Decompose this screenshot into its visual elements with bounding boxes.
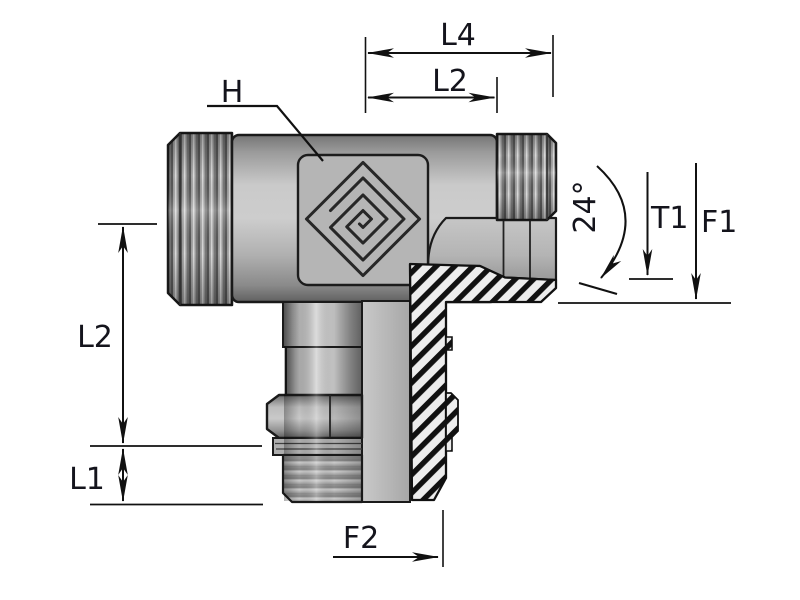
label-l1: L1 [69, 462, 105, 497]
leader-h [207, 104, 324, 162]
dim-l1 [90, 448, 263, 506]
dimension-lines [90, 35, 731, 567]
right-port-thread [495, 132, 558, 222]
cone-face-tick [578, 281, 618, 296]
section-hatch-hex-tab [445, 392, 459, 439]
dim-angle-24 [578, 165, 627, 296]
dim-f2 [333, 510, 444, 567]
label-f2: F2 [343, 521, 379, 556]
brand-panel [296, 153, 430, 287]
dimension-labels: L4 L2 H L2 L1 24° T1 F1 F2 [69, 18, 737, 556]
brand-logo [304, 160, 422, 278]
label-l2-top: L2 [432, 64, 468, 99]
dim-l2-left [90, 223, 262, 447]
dim-t1 [629, 172, 673, 280]
section-hatch [408, 262, 558, 502]
section-hatch-washer-tab [445, 437, 453, 452]
label-t1: T1 [650, 201, 688, 236]
label-l4: L4 [440, 18, 476, 53]
left-port-thread [166, 131, 234, 307]
label-f1: F1 [701, 205, 737, 240]
dim-f1 [558, 163, 731, 304]
label-angle-24: 24° [568, 180, 603, 233]
bottom-port [265, 301, 364, 504]
bore-column [361, 300, 411, 503]
dim-l2-top [367, 77, 498, 113]
dim-l4 [364, 35, 554, 113]
label-l2-left: L2 [77, 320, 113, 355]
label-h: H [221, 75, 244, 110]
section-hatch-step [445, 336, 453, 351]
